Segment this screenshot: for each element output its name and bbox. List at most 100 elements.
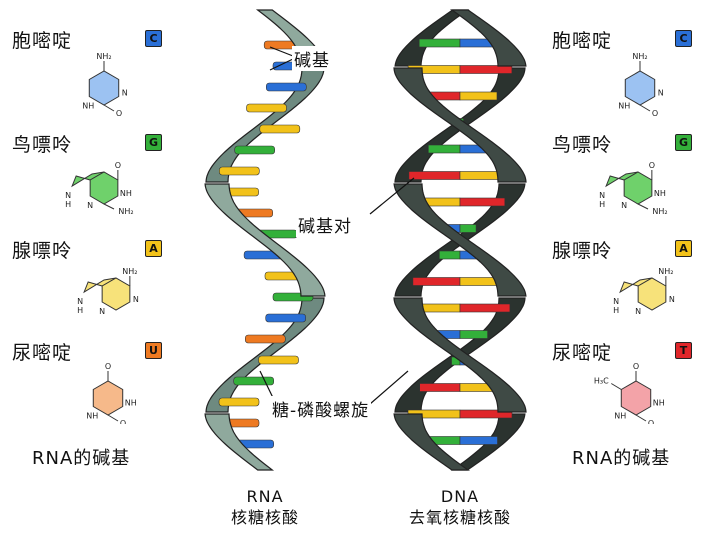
right-badge-t: T: [675, 342, 692, 359]
right-badge-g: G: [675, 134, 692, 151]
atom-label: N: [669, 295, 675, 304]
atom-label: NH: [653, 399, 665, 408]
atom-label: NH: [614, 412, 626, 421]
backbone-segment: [204, 413, 275, 471]
bond: [635, 414, 647, 422]
atom-label: N: [122, 89, 128, 98]
dna-rung-T: [419, 383, 461, 392]
atom-label: NH: [82, 102, 94, 111]
left-badge-u: U: [145, 342, 162, 359]
atom-label: NH₂: [122, 267, 137, 276]
atom-label: NH₂: [118, 207, 133, 216]
callout-arrows: [259, 46, 415, 405]
dna-rung-T: [412, 277, 461, 286]
rna-rung-U: [245, 334, 286, 344]
atom-label: H: [613, 306, 619, 315]
dna-rung-C: [459, 436, 498, 445]
left-badge-a: A: [145, 240, 162, 257]
atom-label: N: [99, 307, 105, 316]
bond: [103, 104, 115, 112]
atom-label: NH: [654, 189, 666, 198]
backbone-callout-arrow-2: [369, 370, 409, 405]
right-base-name-guanine: 鸟嘌呤: [552, 134, 613, 156]
atom-label: O: [120, 419, 126, 424]
rna-label-title: RNA: [246, 487, 284, 506]
atom-label: N: [658, 89, 664, 98]
left-base-name-cytosine: 胞嘧啶: [12, 30, 73, 52]
atom-label: NH: [120, 189, 132, 198]
rna-rung-G: [233, 376, 274, 386]
callout-base: 碱基: [292, 46, 332, 71]
rna-rung-A: [259, 124, 301, 134]
dna-rung-A: [459, 91, 498, 101]
atom-label: N: [65, 191, 71, 200]
dna-rung-G: [438, 250, 461, 260]
right-base-name-cytosine: 胞嘧啶: [552, 30, 613, 52]
left-base-name-guanine: 鸟嘌呤: [12, 134, 73, 156]
right-thymine-structure-icon: O NH O NH H₃C: [594, 362, 665, 424]
dna-rung-G: [427, 144, 461, 154]
bond: [637, 203, 649, 210]
left-badge-c: C: [145, 30, 162, 47]
rna-rung-A: [219, 166, 260, 176]
bond: [107, 414, 119, 422]
atom-label: O: [116, 109, 122, 116]
atom-label: N: [599, 191, 605, 200]
right-caption: RNA的碱基: [572, 448, 671, 469]
rna-rung-A: [246, 103, 287, 113]
dna-rung-T: [459, 197, 506, 207]
backbone-segment: [205, 297, 325, 413]
backbone-segment: [449, 9, 527, 67]
atom-label: N: [77, 297, 83, 306]
atom-label: N: [635, 307, 641, 316]
rna-rung-A: [218, 397, 260, 407]
rna-rung-C: [265, 313, 307, 323]
atom-label: O: [652, 109, 658, 116]
right-cytosine-structure-icon: NH₂ N O NH: [618, 52, 664, 116]
right-base-name-thymine: 尿嘧啶: [552, 342, 613, 364]
atom-label: O: [649, 161, 655, 170]
dna-rung-T: [459, 65, 513, 74]
backbone-segment: [204, 183, 326, 297]
atom-label: O: [115, 161, 121, 170]
atom-label: H₃C: [594, 377, 609, 386]
dna-label-title: DNA: [440, 487, 480, 506]
right-badge-c: C: [675, 30, 692, 47]
atom-label: O: [633, 362, 639, 371]
atom-label: NH: [618, 102, 630, 111]
dna-rung-G: [459, 224, 477, 233]
dna-front-strand: [393, 9, 527, 471]
atom-label: NH₂: [632, 52, 647, 61]
dna-rung-T: [459, 409, 513, 419]
atom-label: O: [648, 419, 654, 424]
left-base-name-adenine: 腺嘌呤: [12, 240, 73, 262]
rna-rung-C: [265, 82, 307, 92]
rna-label: RNA 核糖核酸: [215, 486, 315, 528]
backbone-segment: [393, 297, 527, 413]
dna-base-pair-rungs: [407, 38, 513, 445]
atom-label: H: [599, 200, 605, 209]
backbone-segment: [394, 9, 470, 67]
atom-label: N: [621, 201, 627, 210]
dna-rung-T: [459, 303, 511, 313]
rna-rung-G: [234, 145, 275, 155]
left-base-name-uracil: 尿嘧啶: [12, 342, 73, 364]
right-badge-a: A: [675, 240, 692, 257]
rna-rung-A: [258, 355, 299, 365]
atom-label: NH₂: [96, 52, 111, 61]
dna-rung-T: [408, 171, 461, 180]
atom-label: O: [105, 362, 111, 371]
atom-label: NH: [125, 399, 137, 408]
atom-label: NH₂: [658, 267, 673, 276]
bond: [639, 104, 651, 112]
atom-label: H: [77, 306, 83, 315]
left-cytosine-structure-icon: NH₂ N O NH: [82, 52, 128, 116]
left-caption: RNA的碱基: [32, 448, 131, 469]
dna-label-subtitle: 去氧核糖核酸: [408, 508, 511, 527]
base-callout-arrow: [269, 46, 294, 57]
